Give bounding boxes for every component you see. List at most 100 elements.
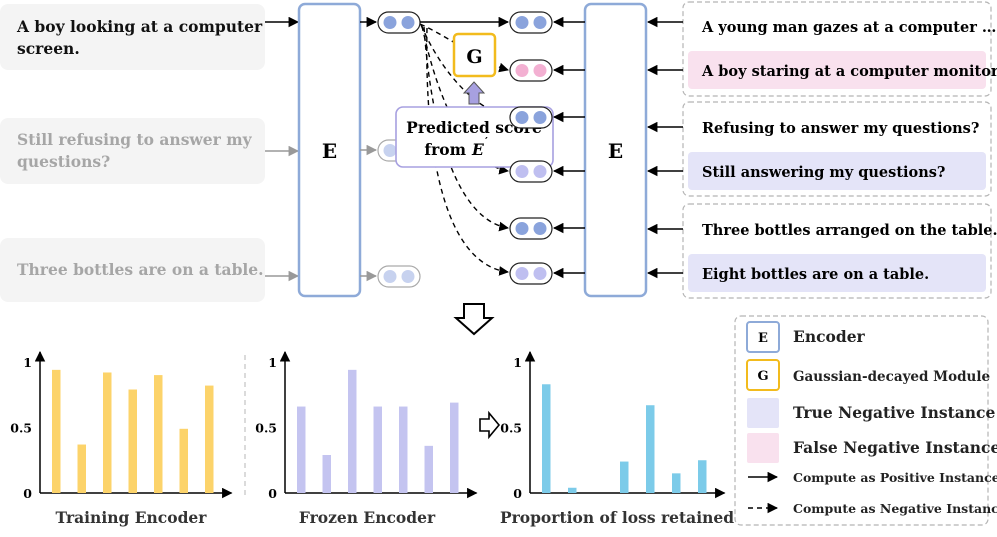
chart-1-bar <box>52 369 61 493</box>
embedding-dot <box>533 64 547 77</box>
right-encoder-label: E <box>608 139 623 163</box>
right-encoder-box <box>583 2 648 298</box>
left-sentence-3-line-1: Three bottles are on a table. <box>17 260 264 279</box>
legend-gaussian-swatch <box>746 359 780 391</box>
predicted-score-prime: ′ <box>485 135 488 148</box>
chart-3-title: Proportion of loss retained <box>500 508 734 527</box>
embedding-dot <box>533 165 547 178</box>
legend-gaussian-text: Gaussian-decayed Module <box>793 369 990 385</box>
embedding-dot <box>533 111 547 124</box>
chart-3-bar <box>620 461 629 493</box>
chart-3-bar <box>698 460 707 493</box>
embedding-dot <box>515 267 529 280</box>
legend-encoder-text: Encoder <box>793 327 866 346</box>
left-sentence-2-line-2: questions? <box>17 152 110 171</box>
right-encoder-output-arrows <box>552 16 585 279</box>
embedding-dot <box>515 64 529 77</box>
embedding-dot <box>533 16 547 29</box>
chart-2-tick-label: 1 <box>268 355 277 370</box>
chart-2-bar <box>399 406 408 493</box>
left-sentence-2-line-1: Still refusing to answer my <box>17 130 253 149</box>
embedding-dot <box>515 16 529 29</box>
left-sentence-box-3 <box>0 238 265 302</box>
chart-2-bar <box>348 369 357 493</box>
chart-3-bar <box>568 487 577 493</box>
legend-true-negative-swatch <box>747 398 779 428</box>
embedding-dot <box>401 16 415 29</box>
chart-2-bar <box>424 445 433 493</box>
chart-1-title: Training Encoder <box>56 508 208 527</box>
legend-positive-text: Compute as Positive Instance <box>793 470 997 485</box>
predicted-score-line-2: from <box>424 140 466 159</box>
embedding-dot <box>515 222 529 235</box>
chart-2-tick-label: 0.5 <box>255 421 277 436</box>
left-sentences: A boy looking at a computer screen. Stil… <box>0 4 265 302</box>
left-sentence-box-1 <box>0 4 265 70</box>
legend-encoder-symbol: E <box>758 331 768 346</box>
embedding-dot <box>533 222 547 235</box>
right-sentence-box-4 <box>688 152 986 190</box>
chart-2-bar <box>322 455 331 493</box>
right-sentence-3: Refusing to answer my questions? <box>702 120 979 137</box>
down-arrow-icon <box>453 303 495 336</box>
right-sentence-box-1 <box>688 7 986 45</box>
chart-3-bar <box>672 473 681 493</box>
chart-1-tick-label: 0 <box>23 486 32 501</box>
right-embeddings <box>509 11 553 285</box>
legend-negative-text: Compute as Negative Instance <box>793 501 997 516</box>
predicted-score-line-1: Predicted score <box>406 118 542 137</box>
left-sentence-box-2 <box>0 118 265 184</box>
up-arrow-icon <box>462 81 486 105</box>
negative-arrow-1 <box>419 23 509 73</box>
gaussian-module-box <box>452 32 497 78</box>
left-sentence-1-line-2: screen. <box>17 39 80 58</box>
gaussian-module-label: G <box>466 46 482 68</box>
chart-1-bar <box>77 444 86 493</box>
embedding-dot <box>401 270 415 283</box>
left-encoder-label: E <box>322 139 337 163</box>
right-sentence-6: Eight bottles are on a table. <box>702 266 929 283</box>
embedding-dot <box>515 165 529 178</box>
charts: 0 0.5 1 0 0.5 1 0 0.5 1 <box>10 350 726 501</box>
right-group-2 <box>682 101 992 197</box>
right-sentence-4: Still answering my questions? <box>702 164 945 181</box>
chart-2-tick-label: 0 <box>268 486 277 501</box>
negative-arrow-4 <box>423 26 509 232</box>
legend-false-negative-swatch <box>747 433 779 463</box>
chart-1-bar <box>179 428 188 493</box>
predicted-score-encoder: E <box>471 140 484 159</box>
right-sentence-box-3 <box>688 108 986 146</box>
chart-1-tick-label: 1 <box>23 355 32 370</box>
right-arrow-icon <box>479 410 501 440</box>
right-sentence-5: Three bottles arranged on the table. <box>702 222 997 239</box>
legend-gaussian-symbol: G <box>757 369 768 384</box>
chart-1-tick-label: 0.5 <box>10 421 32 436</box>
right-sentence-box-2 <box>688 51 986 89</box>
right-sentence-box-5 <box>688 210 986 248</box>
chart-2-title: Frozen Encoder <box>299 508 436 527</box>
embedding-dot <box>383 144 397 157</box>
chart-3-bar <box>646 405 655 493</box>
legend-false-negative-text: False Negative Instance <box>793 438 997 457</box>
right-group-1 <box>682 1 992 97</box>
chart-2-bar <box>297 406 306 493</box>
legend-box <box>734 315 989 526</box>
chart-1-bar <box>103 372 112 493</box>
chart-3-tick-label: 0 <box>513 486 522 501</box>
chart-2-bar <box>373 406 382 493</box>
chart-1-bar <box>154 375 163 493</box>
chart-3-tick-label: 1 <box>513 355 522 370</box>
legend-encoder-swatch <box>746 321 780 353</box>
right-sentences: A young man gazes at a computer … A boy … <box>688 7 997 292</box>
legend-true-negative-text: True Negative Instance <box>793 403 995 422</box>
chart-3-bar <box>542 384 551 493</box>
left-sentence-1-line-1: A boy looking at a computer <box>16 17 263 36</box>
embedding-dot <box>515 111 529 124</box>
embedding-dot <box>383 16 397 29</box>
chart-2-bar <box>450 402 459 493</box>
chart-1-bar <box>128 389 137 493</box>
chart-3-tick-label: 0.5 <box>500 421 522 436</box>
right-group-3 <box>682 203 992 299</box>
